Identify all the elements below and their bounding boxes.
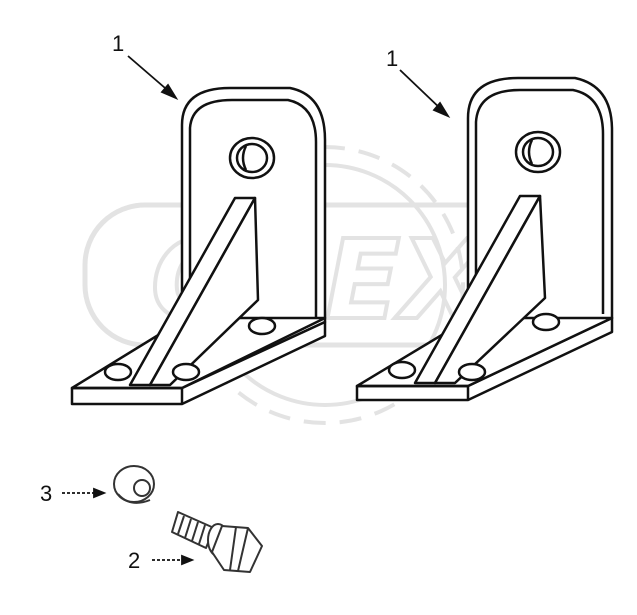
- bracket-right: [357, 78, 612, 400]
- washer: [114, 466, 154, 503]
- arrowhead-icon: [160, 83, 179, 100]
- bolt: [172, 512, 262, 572]
- leader-line-bracket-right: [399, 69, 445, 113]
- callout-washer: 3: [40, 481, 53, 506]
- arrowhead-icon: [181, 554, 195, 566]
- arrowhead-icon: [93, 487, 107, 499]
- callout-bracket-left: 1: [112, 31, 125, 56]
- bracket-left: [72, 88, 325, 404]
- arrowhead-icon: [432, 101, 451, 118]
- leader-arrows: [62, 55, 451, 566]
- callout-bolt: 2: [128, 548, 141, 573]
- callout-bracket-right: 1: [386, 46, 399, 71]
